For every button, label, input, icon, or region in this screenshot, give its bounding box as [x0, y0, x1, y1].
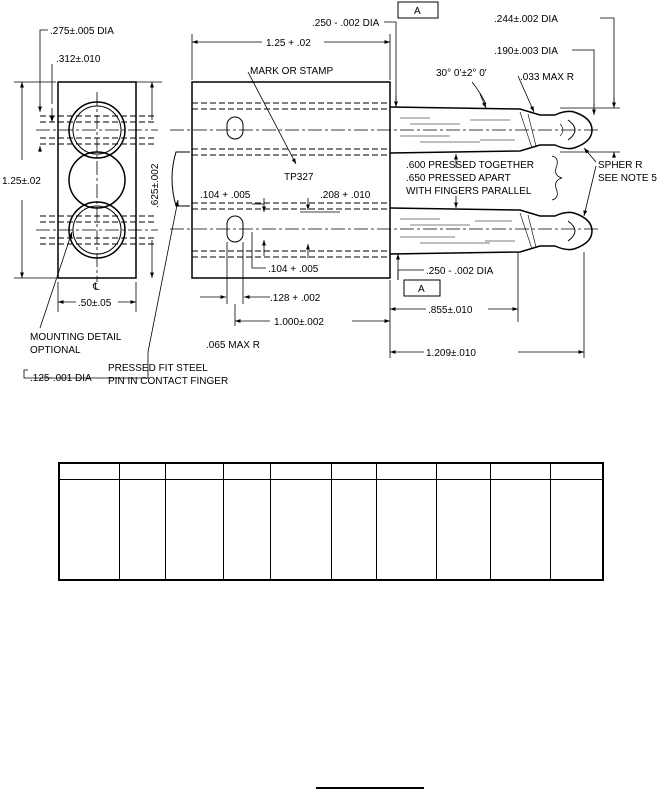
table-column — [271, 464, 332, 579]
datum-a-top-box — [397, 1, 439, 19]
max-r-033-label: .033 MAX R — [520, 72, 574, 83]
pin-note-line2: PIN IN CONTACT FINGER — [108, 376, 228, 387]
table-header-cell — [60, 464, 119, 480]
dim-065-label: .065 MAX R — [206, 340, 260, 351]
dia-244-label: .244±.002 DIA — [494, 14, 558, 25]
table-header-cell — [551, 464, 602, 480]
dim-208-label: .208 + .010 — [320, 190, 371, 201]
table-cell — [271, 480, 331, 579]
end-view — [36, 81, 158, 282]
pin-note-line1: PRESSED FIT STEEL — [108, 363, 208, 374]
table-header-cell — [166, 464, 223, 480]
table-cell — [60, 480, 119, 579]
table-cell — [120, 480, 165, 579]
dia-250-bottom-label: .250 - .002 DIA — [426, 266, 494, 277]
footer-rule — [316, 787, 424, 789]
table-header-cell — [437, 464, 490, 480]
slot-bottom — [226, 215, 244, 243]
mark-or-stamp-label: MARK OR STAMP — [250, 66, 333, 77]
dim-855-label: .855±.010 — [428, 305, 473, 316]
dim-1209-label: 1.209±.010 — [426, 348, 476, 359]
dim-104-top-label: .104 + .005 — [200, 190, 251, 201]
table-header-cell — [224, 464, 270, 480]
slot-top — [226, 116, 244, 140]
table-cell — [551, 480, 602, 579]
pressed-apart-label: .650 PRESSED APART — [406, 173, 511, 184]
side-view-dimensions: .250 - .002 DIA A 1.25 + .02 MARK OR STA… — [191, 1, 439, 351]
dia-250-top-label: .250 - .002 DIA — [312, 18, 380, 29]
pressed-together-label: .600 PRESSED TOGETHER — [406, 160, 534, 171]
datum-a-top-label: A — [414, 6, 421, 17]
data-table — [58, 462, 604, 581]
table-cell — [224, 480, 270, 579]
contact-finger-top — [389, 106, 593, 154]
table-column — [332, 464, 377, 579]
part-number-label: TP327 — [284, 172, 314, 183]
table-column — [377, 464, 437, 579]
spher-r-label: SPHER R — [598, 160, 642, 171]
table-header-cell — [377, 464, 436, 480]
dim-625-label: .625±.002 — [150, 163, 161, 208]
table-column — [120, 464, 166, 579]
centerline-symbol: ℄ — [92, 282, 100, 293]
table-cell — [491, 480, 550, 579]
dia-190-label: .190±.003 DIA — [494, 46, 558, 57]
dim-1000-label: 1.000±.002 — [274, 317, 324, 328]
datum-a-bottom-box — [403, 279, 441, 297]
table-header-cell — [271, 464, 331, 480]
table-column — [60, 464, 120, 579]
dim-128-label: .128 + .002 — [270, 293, 321, 304]
see-note-label: SEE NOTE 5 — [598, 173, 657, 184]
table-column — [166, 464, 224, 579]
side-view-body — [170, 81, 600, 279]
table-cell — [166, 480, 223, 579]
mounting-detail-line2: OPTIONAL — [30, 345, 81, 356]
table-header-cell — [120, 464, 165, 480]
dia-275-label: .275±.005 DIA — [50, 26, 114, 37]
table-cell — [437, 480, 490, 579]
dim-125-length-label: 1.25 + .02 — [266, 38, 311, 49]
dim-125-height-label: 1.25±.02 — [2, 176, 41, 187]
table-column — [491, 464, 551, 579]
angle-label: 30° 0'±2° 0' — [436, 68, 487, 79]
dim-50-label: .50±.05 — [78, 298, 112, 309]
pin-dia-label: .125-.001 DIA — [30, 373, 92, 384]
table-cell — [332, 480, 376, 579]
table-header-cell — [491, 464, 550, 480]
datum-a-bottom-label: A — [418, 284, 425, 295]
dim-104-bottom-label: .104 + .005 — [268, 264, 319, 275]
finger-dimensions: .244±.002 DIA .190±.003 DIA 30° 0'±2° 0'… — [389, 14, 657, 359]
dim-312-label: .312±.010 — [56, 54, 101, 65]
fingers-parallel-label: WITH FINGERS PARALLEL — [406, 186, 532, 197]
table-column — [437, 464, 491, 579]
table-header-cell — [332, 464, 376, 480]
table-column — [224, 464, 271, 579]
table-cell — [377, 480, 436, 579]
contact-finger-bottom — [389, 207, 593, 255]
table-column — [551, 464, 602, 579]
mounting-detail-line1: MOUNTING DETAIL — [30, 332, 122, 343]
end-view-dimensions: .275±.005 DIA .312±.010 1.25±.02 .625±.0… — [2, 26, 228, 387]
side-view-outline — [191, 81, 391, 279]
